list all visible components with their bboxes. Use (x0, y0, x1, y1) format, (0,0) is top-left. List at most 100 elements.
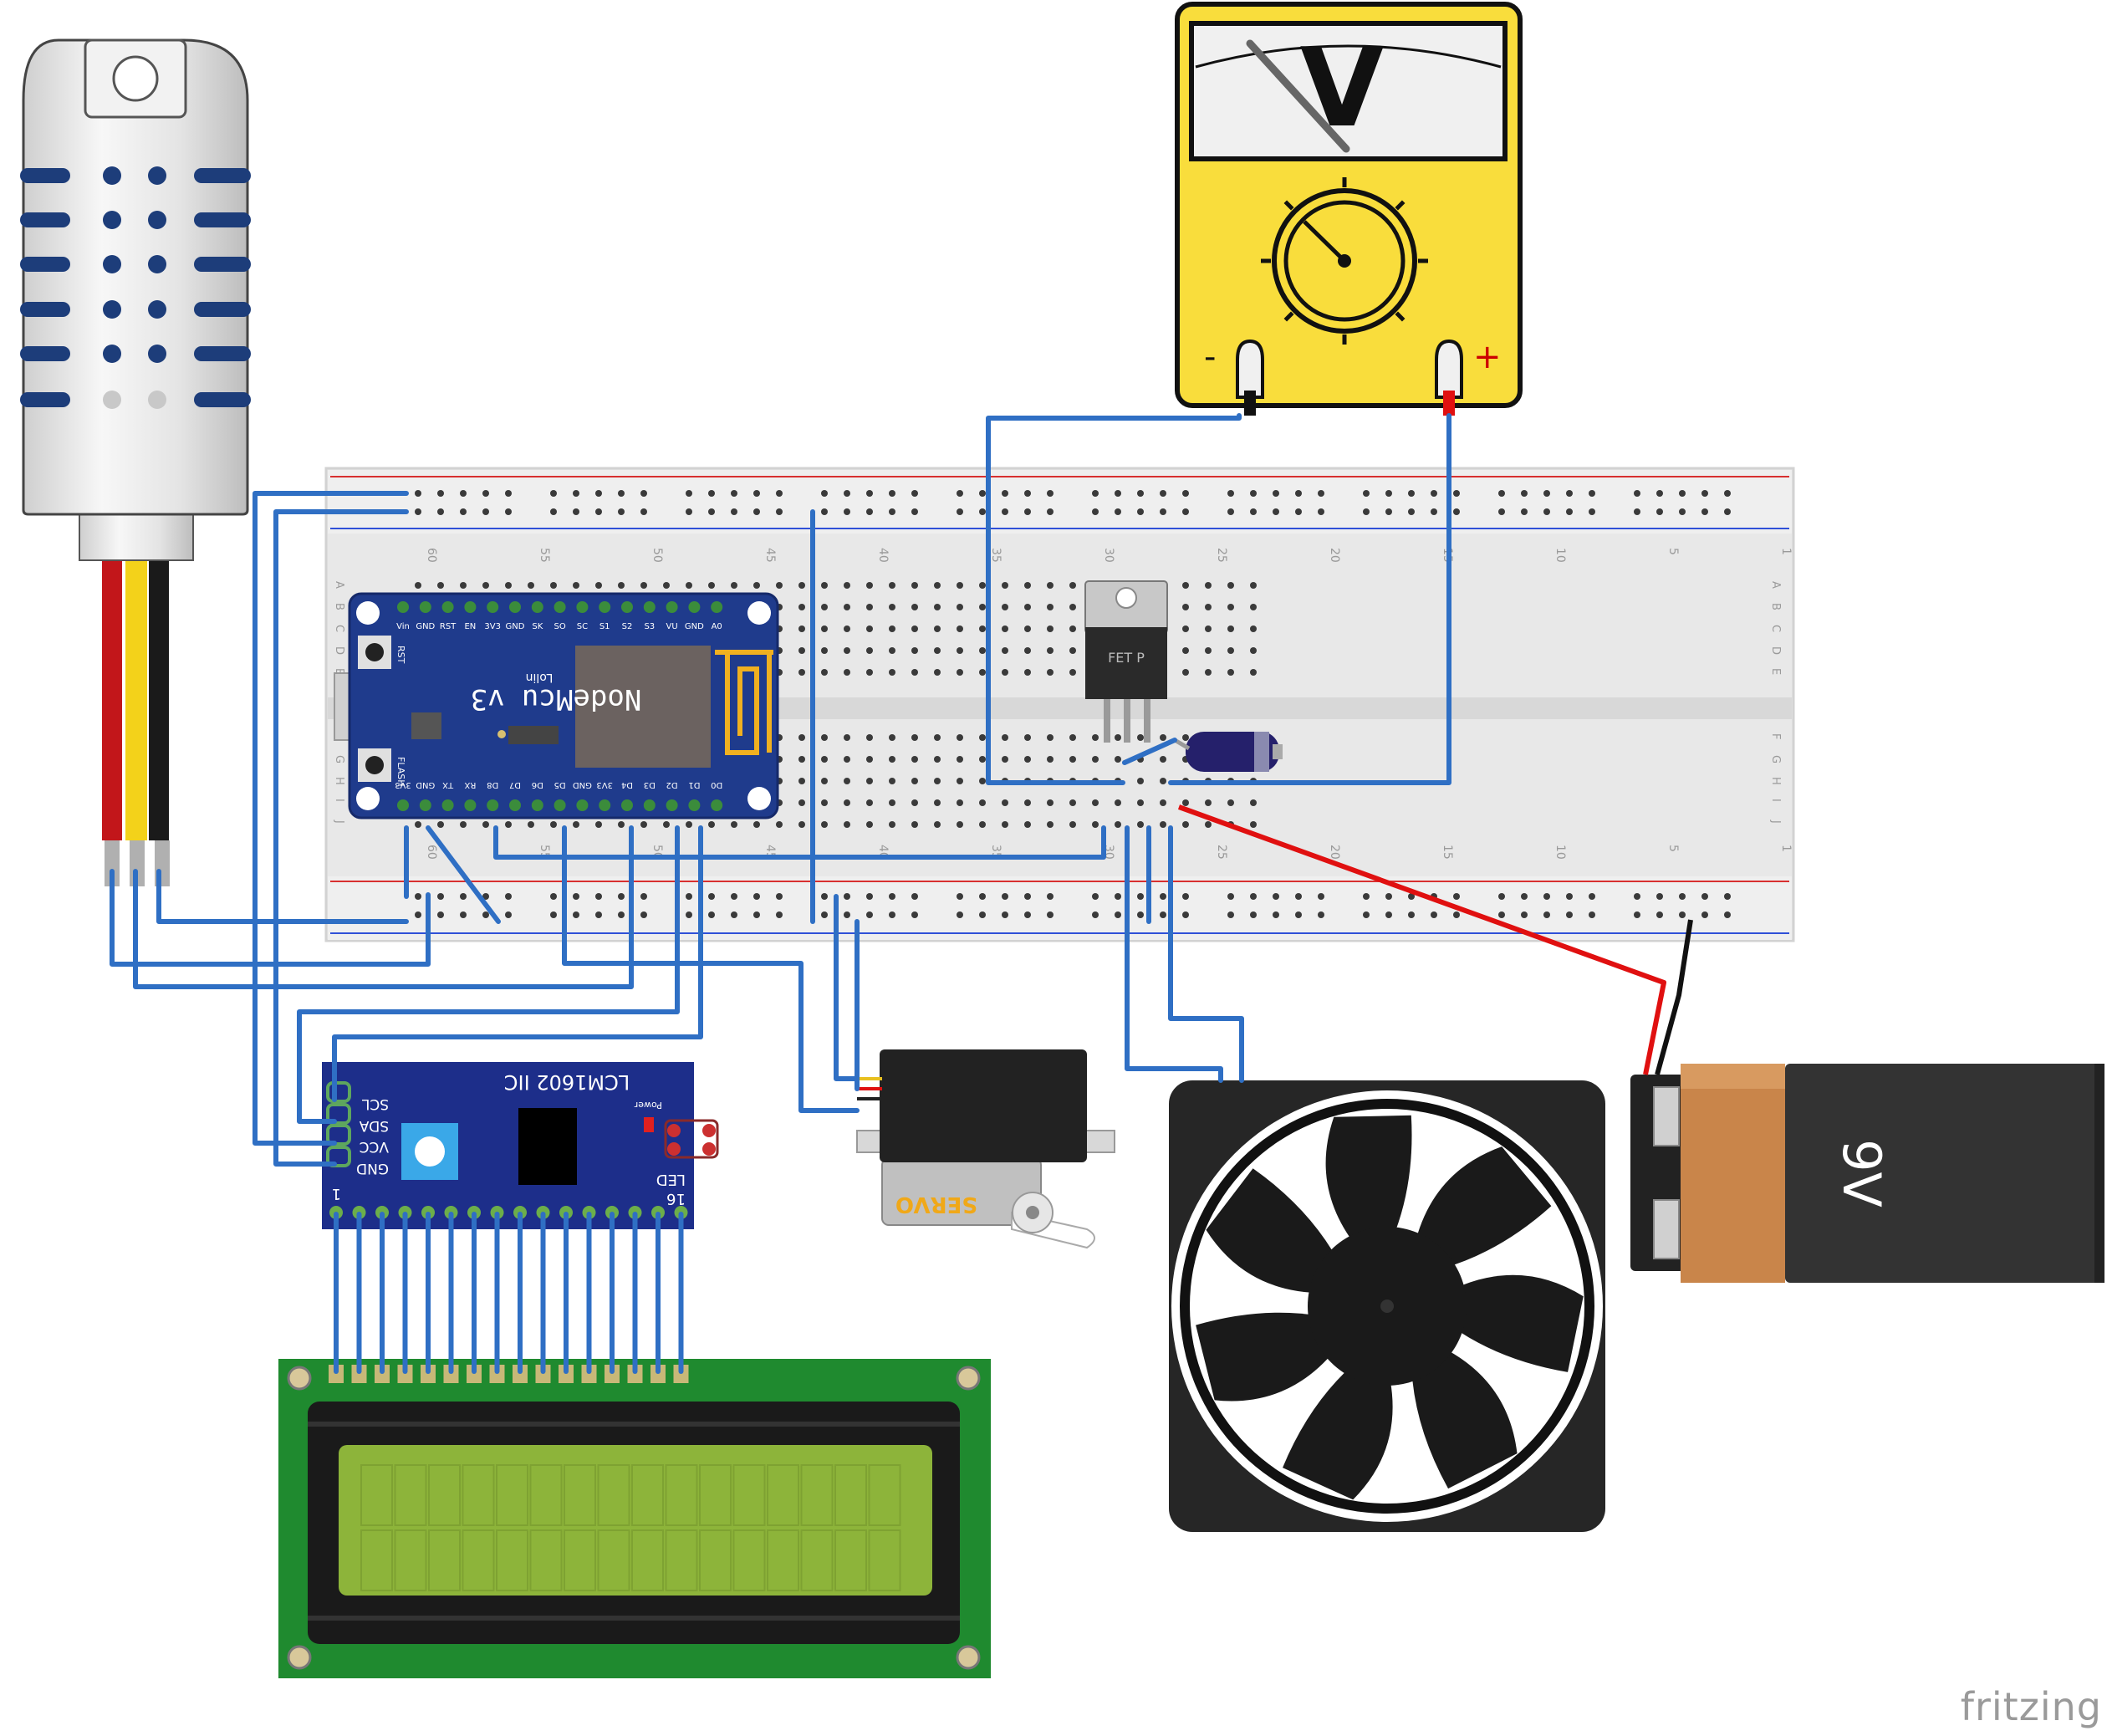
rail-hole (1634, 893, 1640, 900)
tie-point (1227, 647, 1234, 654)
rail-hole (1002, 893, 1008, 900)
tie-point (1205, 647, 1212, 654)
i2c-pin-label: SCL (361, 1095, 389, 1112)
battery-negative-wire (1655, 919, 1693, 1075)
battery-9v: 9V (1630, 1064, 2104, 1283)
rail-hole (1024, 911, 1031, 918)
tie-point (573, 582, 579, 589)
tie-point (640, 582, 647, 589)
tie-point (482, 821, 489, 828)
row-letter: I (333, 799, 345, 802)
tie-point (911, 821, 918, 828)
pin-header (464, 601, 477, 613)
lcd-cell (394, 1529, 427, 1591)
rail-hole (1679, 490, 1686, 497)
tie-point (1182, 669, 1189, 676)
rail-hole (866, 911, 873, 918)
pin-header (554, 601, 566, 613)
tie-point (957, 778, 963, 784)
rail-hole (1566, 893, 1573, 900)
vent-slot (194, 392, 251, 407)
tie-point (866, 821, 873, 828)
rail-hole (1521, 508, 1528, 515)
tie-point (957, 669, 963, 676)
jumper-wire (834, 894, 860, 1081)
row-letter: A (333, 581, 345, 589)
tie-point (866, 582, 873, 589)
nodemcu-vendor: Lolin (526, 671, 554, 684)
tie-point (911, 582, 918, 589)
lcd-cell (496, 1464, 528, 1526)
rail-hole (437, 893, 444, 900)
lcd-cell (360, 1529, 393, 1591)
dial-tick (1283, 200, 1294, 211)
column-number-bottom: 1 (1779, 845, 1793, 852)
tie-point (663, 821, 670, 828)
tie-point (1092, 734, 1099, 741)
fan-blade (1411, 1346, 1518, 1489)
battery-label: 9V (1831, 1139, 1892, 1208)
bottom-pin-label: D4 (621, 780, 633, 789)
jumper-wire (1168, 413, 1451, 785)
lcd-cell (631, 1464, 664, 1526)
rail-hole (1092, 911, 1099, 918)
lcd-cell (767, 1529, 799, 1591)
tie-point (821, 625, 828, 632)
rail-hole (731, 508, 737, 515)
tie-point (911, 778, 918, 784)
rail-hole (550, 893, 557, 900)
rail-hole (1589, 911, 1595, 918)
rail-hole (1092, 490, 1099, 497)
tie-point (1047, 821, 1054, 828)
tie-point (1002, 647, 1008, 654)
row-letter: B (333, 603, 345, 610)
rail-hole (1453, 893, 1460, 900)
column-number-top: 40 (876, 548, 890, 563)
row-letter: J (1769, 819, 1782, 824)
rail-hole (753, 893, 760, 900)
rail-hole (844, 508, 850, 515)
rail-hole (1589, 508, 1595, 515)
tie-point (1047, 734, 1054, 741)
tie-point (731, 821, 737, 828)
tie-point (821, 647, 828, 654)
vent-slot (194, 346, 251, 361)
jumper-wire (1168, 825, 1244, 1083)
tie-point (1092, 799, 1099, 806)
tie-point (821, 669, 828, 676)
top-pin-label: GND (416, 622, 435, 631)
vent-slot (194, 212, 251, 227)
rail-hole (1521, 893, 1528, 900)
rail-hole (889, 490, 895, 497)
pin-header (688, 601, 701, 613)
rail-hole (618, 911, 625, 918)
rail-hole (1453, 490, 1460, 497)
tie-point (934, 582, 941, 589)
tie-point (776, 821, 783, 828)
rail-hole (1295, 508, 1302, 515)
rail-hole (1002, 490, 1008, 497)
rail-hole (1498, 508, 1505, 515)
bottom-pin-label: 3V3 (596, 780, 613, 789)
tie-point (911, 647, 918, 654)
tie-point (979, 647, 986, 654)
tie-point (957, 647, 963, 654)
lcd-cell (732, 1529, 766, 1591)
row-letter: H (1769, 777, 1782, 785)
tie-point (686, 821, 692, 828)
tie-point (618, 582, 625, 589)
rail-hole (731, 893, 737, 900)
lcd-cell (564, 1464, 596, 1526)
tie-point (1227, 625, 1234, 632)
pin-header (711, 799, 723, 811)
row-letter: G (333, 755, 345, 763)
tie-point (1160, 756, 1166, 763)
jumper-wires (110, 413, 1693, 1374)
watermark: fritzing (1960, 1684, 2102, 1729)
rail-hole (1295, 490, 1302, 497)
jumper-wire (156, 869, 409, 924)
rail-hole (957, 490, 963, 497)
vent-hole (103, 211, 121, 229)
rail-hole (686, 911, 692, 918)
rail-hole (844, 490, 850, 497)
